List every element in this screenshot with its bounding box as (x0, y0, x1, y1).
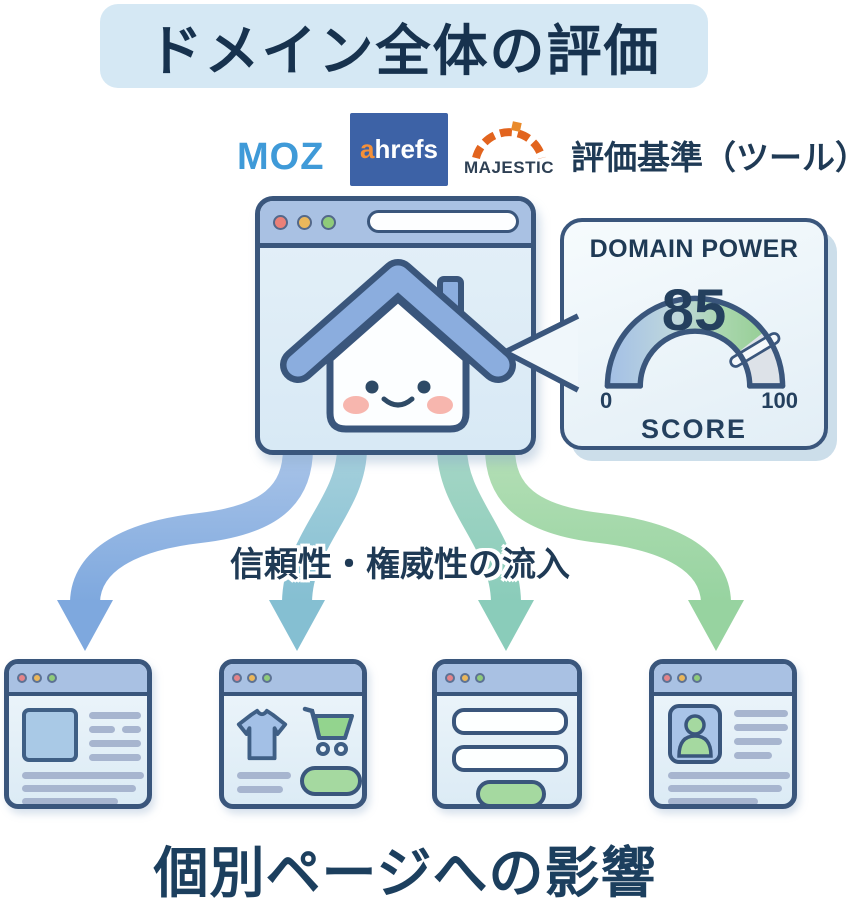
submit-button-shape (476, 780, 546, 804)
minimize-dot-icon (247, 673, 257, 683)
main-title: ドメイン全体の評価 (147, 20, 661, 82)
text-line (22, 772, 144, 779)
avatar-icon (668, 704, 722, 764)
tshirt-icon (236, 708, 288, 761)
bottom-title: 個別ページへの影響 (153, 842, 657, 900)
mini-titlebar (437, 664, 577, 696)
cheek-right (427, 396, 453, 414)
ecommerce-page-window (219, 659, 367, 809)
maximize-dot-icon (475, 673, 485, 683)
minimize-dot-icon (297, 214, 312, 230)
close-dot-icon (273, 214, 288, 230)
form-field-shape (452, 708, 568, 735)
majestic-logo: MAJESTIC (450, 120, 568, 182)
moz-logo: MOZ (237, 136, 325, 178)
text-line (668, 798, 758, 804)
ahrefs-logo-a: a (359, 134, 375, 164)
gauge-max-label: 100 (761, 388, 798, 413)
maximize-dot-icon (47, 673, 57, 683)
text-line (734, 752, 772, 759)
text-line (89, 726, 115, 733)
text-line (237, 772, 291, 779)
minimize-dot-icon (32, 673, 42, 683)
eye-right (417, 380, 431, 394)
close-dot-icon (662, 673, 672, 683)
mini-titlebar (654, 664, 792, 696)
text-line (734, 738, 782, 745)
cheek-left (343, 396, 369, 414)
text-line (668, 785, 782, 792)
minimize-dot-icon (460, 673, 470, 683)
text-line (89, 754, 141, 761)
domain-browser-window (255, 196, 536, 455)
domain-power-card: DOMAIN POWER (560, 218, 828, 450)
text-line (22, 798, 118, 804)
close-dot-icon (232, 673, 242, 683)
form-field-shape (452, 745, 568, 772)
text-line (237, 786, 283, 793)
minimize-dot-icon (677, 673, 687, 683)
maximize-dot-icon (321, 214, 336, 230)
gauge-arc-icon (604, 295, 786, 389)
text-line (89, 740, 141, 747)
buy-button-shape (300, 766, 362, 796)
main-title-box: ドメイン全体の評価 (100, 4, 708, 88)
text-line (22, 785, 136, 792)
flow-label: 信頼性・権威性の流入 (230, 546, 570, 584)
gauge-min-label: 0 (600, 388, 613, 413)
text-line (89, 712, 141, 719)
mini-titlebar (9, 664, 147, 696)
house-icon (280, 259, 516, 433)
maximize-dot-icon (692, 673, 702, 683)
domain-power-title: DOMAIN POWER (589, 235, 799, 263)
text-line (122, 726, 141, 733)
ahrefs-logo-rest: hrefs (374, 134, 439, 164)
smile (381, 396, 415, 408)
score-value: 85 (661, 278, 727, 343)
majestic-logo-text: MAJESTIC (464, 158, 554, 177)
form-page-window (432, 659, 582, 809)
maximize-dot-icon (262, 673, 272, 683)
address-bar (367, 210, 519, 233)
cart-icon (302, 706, 354, 756)
majestic-arc-icon (472, 121, 546, 160)
article-page-window (4, 659, 152, 809)
speech-bubble-tail (502, 313, 580, 393)
score-gauge (581, 268, 809, 398)
tools-caption: 評価基準（ツール） (571, 139, 864, 176)
text-line (668, 772, 790, 779)
browser-titlebar (260, 201, 531, 248)
close-dot-icon (17, 673, 27, 683)
profile-page-window (649, 659, 797, 809)
eye-left (365, 380, 379, 394)
close-dot-icon (445, 673, 455, 683)
score-caption: SCORE (640, 414, 748, 444)
mini-titlebar (224, 664, 362, 696)
text-line (734, 710, 788, 717)
article-image-placeholder (22, 708, 78, 762)
text-line (734, 724, 788, 731)
